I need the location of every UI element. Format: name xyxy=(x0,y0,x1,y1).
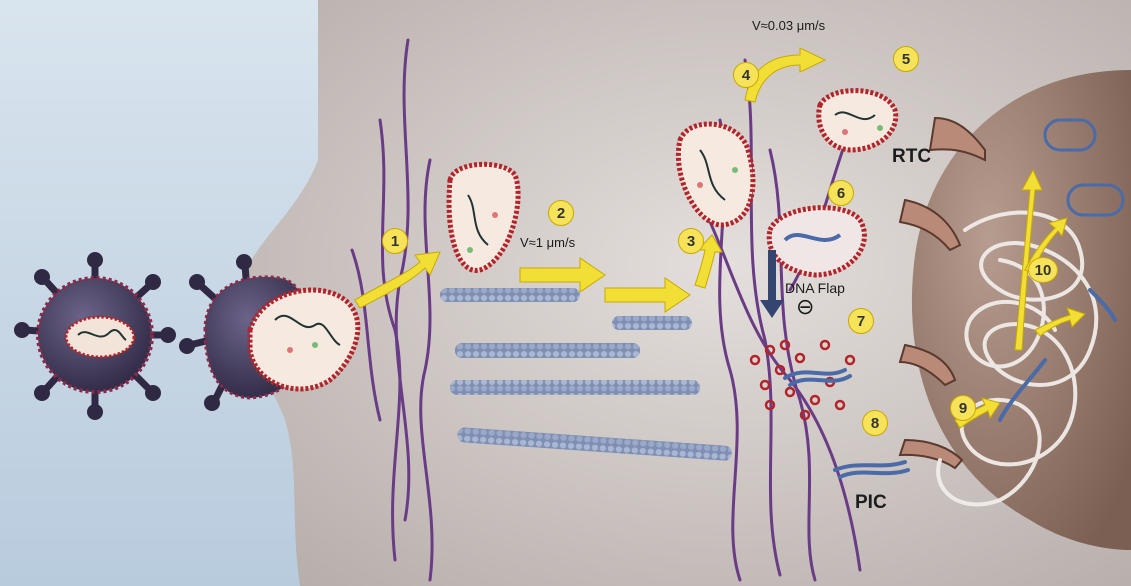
step-6-badge: 6 xyxy=(828,180,854,206)
step-4-badge: 4 xyxy=(733,62,759,88)
dna-flap-minus-icon: ⊖ xyxy=(796,296,814,318)
microtubule xyxy=(440,288,580,302)
microtubule xyxy=(455,343,640,358)
capsid-rtc xyxy=(819,91,896,150)
microtubule xyxy=(450,380,700,395)
free-virion xyxy=(14,252,176,420)
actin-speed-label: V≈0.03 μm/s xyxy=(752,18,825,33)
step-7-badge: 7 xyxy=(848,308,874,334)
step-10-badge: 10 xyxy=(1028,257,1058,283)
microtubule xyxy=(612,316,692,330)
step-5-badge: 5 xyxy=(893,46,919,72)
microtubule-speed-label: V≈1 μm/s xyxy=(520,235,575,250)
step-3-badge: 3 xyxy=(678,228,704,254)
pic-label: PIC xyxy=(855,492,887,514)
dna-flap-label: DNA Flap xyxy=(785,280,845,296)
step-2-badge: 2 xyxy=(548,200,574,226)
step-1-badge: 1 xyxy=(382,228,408,254)
step-8-badge: 8 xyxy=(862,410,888,436)
step-9-badge: 9 xyxy=(950,395,976,421)
rtc-label: RTC xyxy=(892,146,931,168)
